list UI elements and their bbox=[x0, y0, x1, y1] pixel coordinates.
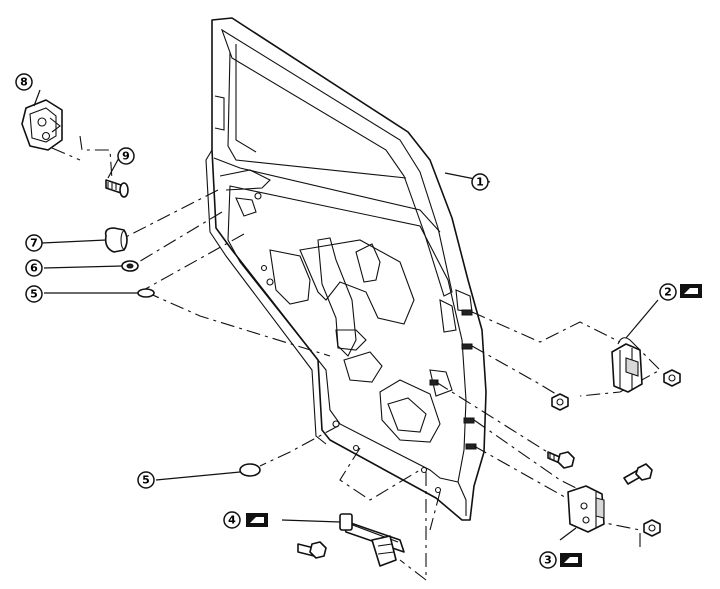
upper-hinge-nuts bbox=[551, 369, 681, 411]
torque-icon-4 bbox=[246, 513, 268, 527]
callout-6: 6 bbox=[25, 259, 43, 277]
torque-icon-2 bbox=[680, 284, 702, 298]
leader-lines bbox=[33, 89, 659, 541]
callout-3: 3 bbox=[539, 551, 557, 569]
callout-9: 9 bbox=[117, 147, 135, 165]
callout-5-upper: 5 bbox=[25, 285, 43, 303]
striker-screw bbox=[105, 179, 129, 198]
torque-icon-3 bbox=[560, 553, 582, 567]
bumper-cushion bbox=[104, 227, 128, 253]
plug-lower bbox=[239, 463, 261, 477]
callout-8-label: 8 bbox=[20, 76, 28, 89]
callout-2: 2 bbox=[659, 283, 677, 301]
callout-9-label: 9 bbox=[122, 150, 130, 163]
callout-1-label: 1 bbox=[476, 176, 484, 189]
hinge-bolt-lower bbox=[623, 463, 653, 485]
callout-3-label: 3 bbox=[544, 554, 552, 567]
hinge-bolt-center bbox=[547, 451, 575, 469]
upper-hinge bbox=[611, 337, 643, 393]
striker-plate bbox=[21, 99, 63, 151]
lower-hinge bbox=[567, 485, 605, 533]
check-link-bolt bbox=[297, 541, 327, 559]
callout-5-lower-label: 5 bbox=[142, 474, 150, 487]
callout-5-lower: 5 bbox=[137, 471, 155, 489]
callout-4-label: 4 bbox=[228, 514, 236, 527]
lower-hinge-nut bbox=[643, 519, 661, 537]
door-panel bbox=[205, 17, 487, 521]
callout-7: 7 bbox=[25, 234, 43, 252]
callout-2-label: 2 bbox=[664, 286, 672, 299]
callout-4: 4 bbox=[223, 511, 241, 529]
door-check-link bbox=[339, 513, 405, 567]
callout-6-label: 6 bbox=[30, 262, 38, 275]
plug-upper bbox=[137, 288, 155, 298]
clip bbox=[121, 260, 139, 272]
callout-5-upper-label: 5 bbox=[30, 288, 38, 301]
callout-1: 1 bbox=[471, 173, 489, 191]
callout-7-label: 7 bbox=[30, 237, 38, 250]
callout-8: 8 bbox=[15, 73, 33, 91]
